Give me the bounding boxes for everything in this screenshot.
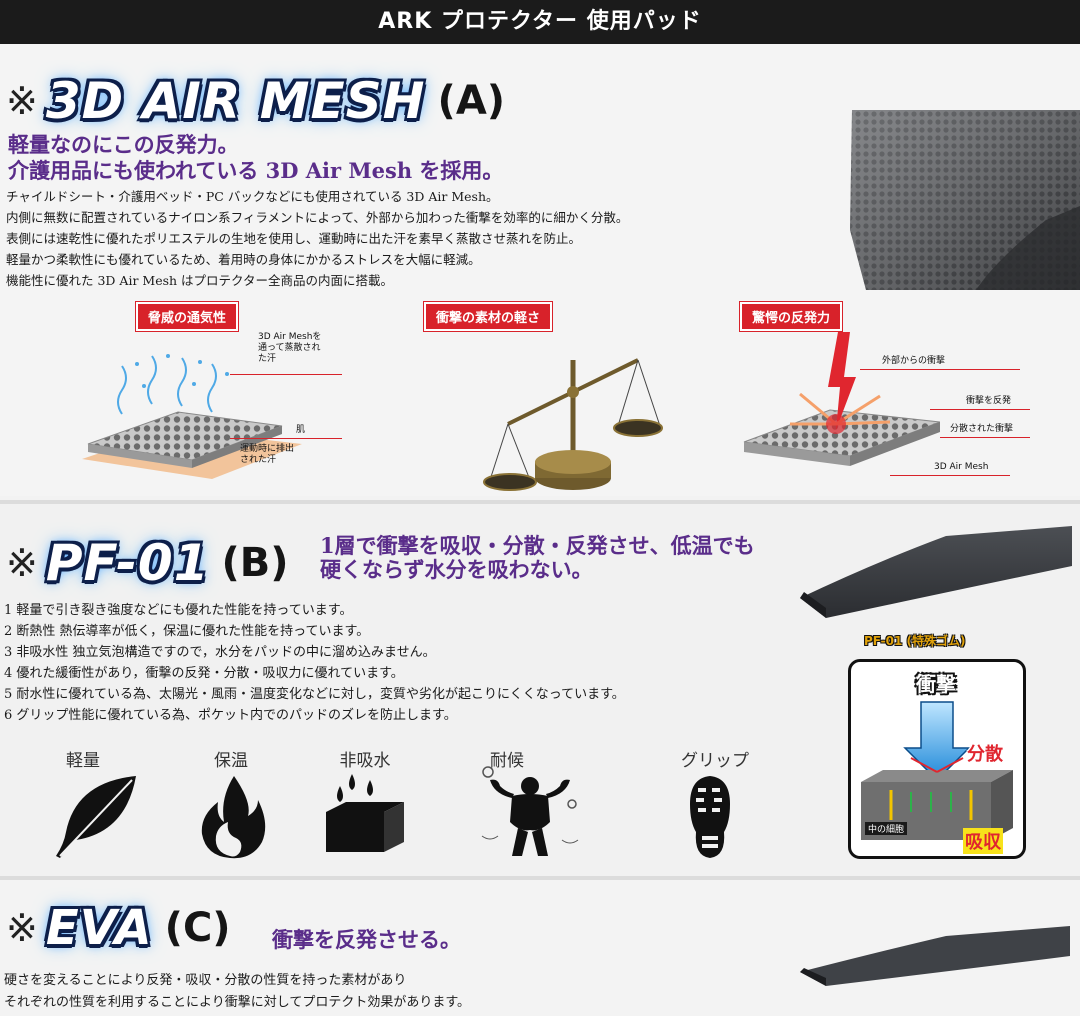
section-a-body: チャイルドシート・介護用ベッド・PC バックなどにも使用されている 3D Air…	[6, 186, 628, 291]
feature-badge-breathability: 脅威の通気性	[136, 302, 239, 331]
flame-icon	[201, 776, 266, 859]
shoe-sole-icon	[690, 776, 730, 858]
lead-line: 硬くならず水分を吸わない。	[320, 557, 593, 582]
balance-scale-illustration	[483, 358, 663, 491]
note-leader	[890, 475, 1010, 476]
reference-mark: ※	[6, 906, 38, 950]
panel-inner-label: 中の細胞	[865, 822, 908, 835]
note-leader	[230, 374, 342, 375]
note-external-impact: 外部からの衝撃	[882, 356, 946, 366]
breathability-illustration	[82, 354, 302, 479]
pf-01-mechanism-panel: 衝撃 分散 中の細胞 吸収	[848, 659, 1026, 859]
section-a-heading: ※ 3D AIR MESH (A)	[6, 72, 505, 130]
body-line: 機能性に優れた 3D Air Mesh はプロテクター全商品の内面に搭載。	[6, 273, 394, 288]
resilience-illustration	[743, 332, 940, 466]
note-leader	[860, 369, 1020, 370]
brand-3d-air-mesh: 3D AIR MESH	[45, 72, 426, 130]
page-header: ARK プロテクター 使用パッド	[0, 0, 1080, 44]
section-a-lead: 軽量なのにこの反発力。 介護用品にも使われている 3D Air Mesh を採用…	[8, 132, 503, 184]
note-skin: 肌	[296, 425, 306, 435]
note-3d-air-mesh: 3D Air Mesh	[934, 462, 989, 472]
mesh-fabric-image	[850, 110, 1080, 290]
section-b-heading: ※ PF-01 (B)	[6, 534, 289, 592]
note-excreted-sweat: 運動時に排出された汗	[240, 444, 295, 465]
section-c-body: 硬さを変えることにより反発・吸収・分散の性質を持った素材があり それぞれの性質を…	[4, 970, 470, 1014]
list-item: 1 軽量で引き裂き強度などにも優れた性能を持っています。	[4, 603, 353, 618]
panel-spread-label: 分散	[967, 744, 1003, 765]
body-line: チャイルドシート・介護用ベッド・PC バックなどにも使用されている 3D Air…	[6, 189, 499, 204]
list-item: 3 非吸水性 独立気泡構造ですので，水分をパッドの中に溜め込みません。	[4, 645, 436, 660]
note-leader	[940, 437, 1030, 438]
section-eva: ※ EVA (C) 衝撃を反発させる。 硬さを変えることにより反発・吸収・分散の…	[0, 876, 1080, 1016]
panel-title: PF-01 (特殊ゴム)	[864, 634, 966, 648]
body-line: それぞれの性質を利用することにより衝撃に対してプロテクト効果があります。	[4, 995, 471, 1010]
body-line: 内側に無数に配置されているナイロン系フィラメントによって、外部から加わった衝撃を…	[6, 210, 629, 225]
pf-01-pad-image	[800, 526, 1072, 618]
reference-mark: ※	[6, 541, 38, 585]
section-c-heading: ※ EVA (C)	[6, 900, 231, 956]
feature-badge-lightness: 衝撃の素材の軽さ	[424, 302, 553, 331]
strongman-icon	[481, 766, 579, 856]
icon-label-heat-retention: 保温	[214, 751, 248, 771]
eva-pad-image	[800, 926, 1070, 986]
list-item: 5 耐水性に優れている為、太陽光・風雨・温度変化などに対し，変質や劣化が起こりに…	[4, 687, 625, 702]
section-letter: (B)	[221, 540, 289, 586]
section-b-lead: 1層で衝撃を吸収・分散・反発させ、低温でも 硬くならず水分を吸わない。	[320, 534, 755, 582]
lead-line: 軽量なのにこの反発力。	[8, 132, 239, 157]
note-dispersed-impact: 分散された衝撃	[950, 424, 1014, 434]
body-line: 表側には速乾性に優れたポリエステルの生地を使用し、運動時に出た汗を素早く蒸散させ…	[6, 231, 582, 246]
icon-label-weather-resistance: 耐候	[490, 751, 524, 771]
section-b-list: 1 軽量で引き裂き強度などにも優れた性能を持っています。 2 断熱性 熱伝導率が…	[4, 600, 625, 726]
icon-label-lightweight: 軽量	[66, 751, 100, 771]
lead-line: 1層で衝撃を吸収・分散・反発させ、低温でも	[320, 533, 755, 558]
icon-label-grip: グリップ	[681, 751, 749, 771]
section-pf-01: ※ PF-01 (B) 1層で衝撃を吸収・分散・反発させ、低温でも 硬くならず水…	[0, 500, 1080, 876]
section-letter: (C)	[164, 905, 231, 951]
body-line: 軽量かつ柔軟性にも優れているため、着用時の身体にかかるストレスを大幅に軽減。	[6, 252, 481, 267]
brand-eva: EVA	[45, 900, 153, 956]
panel-impact-label: 衝撃	[916, 672, 956, 696]
list-item: 4 優れた緩衝性があり，衝撃の反発・分散・吸収力に優れています。	[4, 666, 404, 681]
note-leader	[230, 438, 342, 439]
lead-line: 介護用品にも使われている 3D Air Mesh を採用。	[8, 158, 504, 183]
reference-mark: ※	[6, 79, 38, 123]
section-letter: (A)	[437, 78, 506, 124]
note-evaporated-sweat: 3D Air Meshを通って蒸散された汗	[258, 332, 322, 364]
section-3d-air-mesh: ※ 3D AIR MESH (A) 軽量なのにこの反発力。 介護用品にも使われて…	[0, 44, 1080, 496]
water-block-icon	[326, 774, 404, 852]
icon-label-non-absorbent: 非吸水	[339, 751, 391, 771]
feather-icon	[56, 776, 136, 858]
section-c-lead: 衝撃を反発させる。	[272, 927, 461, 952]
note-repel-impact: 衝撃を反発	[966, 396, 1012, 406]
list-item: 2 断熱性 熱伝導率が低く，保温に優れた性能を持っています。	[4, 624, 370, 639]
brand-pf-01: PF-01	[45, 534, 210, 592]
feature-badge-resilience: 驚愕の反発力	[740, 302, 843, 331]
note-leader	[930, 409, 1030, 410]
body-line: 硬さを変えることにより反発・吸収・分散の性質を持った素材があり	[4, 973, 407, 988]
panel-absorb-label: 吸収	[963, 828, 1003, 854]
list-item: 6 グリップ性能に優れている為、ポケット内でのパッドのズレを防止します。	[4, 708, 457, 723]
